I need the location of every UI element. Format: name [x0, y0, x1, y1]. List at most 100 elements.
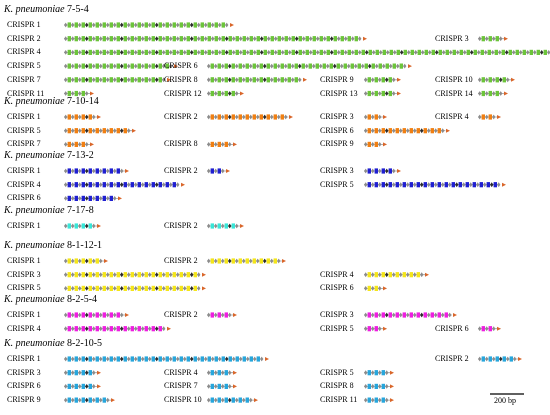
repeat-diamond	[78, 63, 82, 69]
repeat-diamond	[183, 22, 187, 28]
repeat-diamond	[214, 370, 218, 376]
crispr-array-label: CRISPR 6	[7, 193, 41, 203]
species-name: K. pneumoniae	[4, 294, 65, 305]
crispr-array-track	[64, 285, 206, 291]
repeat-diamond	[106, 50, 110, 55]
spacer-rect	[294, 63, 298, 69]
repeat-diamond	[256, 258, 260, 264]
crispr-array-track	[364, 114, 387, 120]
repeat-diamond	[344, 50, 348, 55]
repeat-diamond	[400, 50, 404, 55]
repeat-diamond	[470, 50, 474, 55]
spacer-rect	[402, 128, 406, 134]
repeat-diamond	[78, 356, 82, 362]
repeat-diamond	[155, 63, 159, 69]
repeat-diamond	[190, 356, 194, 362]
spacer-rect	[217, 77, 221, 83]
spacer-rect	[193, 36, 197, 42]
repeat-diamond	[113, 168, 117, 174]
repeat-diamond	[378, 272, 382, 278]
repeat-diamond	[396, 63, 400, 69]
repeat-diamond	[221, 91, 225, 96]
repeat-diamond	[256, 77, 260, 83]
spacer-rect	[151, 36, 155, 42]
spacer-rect	[416, 272, 420, 278]
repeat-diamond	[92, 63, 96, 69]
repeat-diamond	[190, 286, 194, 291]
spacer-rect	[144, 356, 148, 362]
leader-arrow	[97, 384, 101, 389]
spacer-rect	[354, 36, 358, 42]
spacer-rect	[354, 49, 358, 55]
repeat-diamond	[71, 384, 75, 389]
repeat-diamond	[78, 36, 82, 42]
leader-arrow	[202, 272, 206, 277]
repeat-diamond	[64, 182, 68, 188]
spacer-rect	[116, 36, 120, 42]
repeat-diamond	[106, 356, 110, 362]
spacer-rect	[280, 77, 284, 83]
spacer-rect	[488, 77, 492, 83]
spacer-rect	[242, 36, 246, 42]
repeat-diamond	[228, 77, 232, 83]
spacer-rect	[102, 63, 106, 69]
spacer-rect	[109, 182, 113, 188]
spacer-rect	[210, 383, 214, 389]
repeat-diamond	[379, 50, 383, 55]
spacer-rect	[123, 326, 127, 332]
repeat-diamond	[413, 272, 417, 278]
repeat-diamond	[547, 50, 550, 55]
crispr-array-track	[64, 182, 185, 188]
repeat-diamond	[204, 356, 208, 362]
spacer-rect	[88, 128, 92, 134]
leader-arrow	[233, 370, 237, 375]
repeat-diamond	[302, 36, 306, 42]
spacer-rect	[249, 356, 253, 362]
repeat-diamond	[492, 77, 496, 83]
spacer-rect	[88, 370, 92, 376]
repeat-diamond	[420, 312, 424, 318]
repeat-diamond	[148, 272, 152, 278]
crispr-array-track	[64, 168, 129, 174]
spacer-rect	[217, 258, 221, 264]
spacer-rect	[74, 326, 78, 332]
spacer-rect	[381, 182, 385, 188]
spacer-rect	[249, 49, 253, 55]
repeat-diamond	[232, 50, 236, 55]
repeat-diamond	[492, 114, 496, 120]
repeat-diamond	[455, 182, 459, 188]
repeat-diamond	[221, 397, 225, 403]
spacer-rect	[221, 49, 225, 55]
crispr-array-track	[64, 312, 129, 318]
spacer-rect	[416, 182, 420, 188]
repeat-diamond	[141, 50, 145, 55]
repeat-diamond	[92, 128, 96, 134]
repeat-diamond	[92, 50, 96, 55]
leader-arrow	[504, 91, 508, 96]
repeat-diamond	[364, 77, 368, 83]
spacer-rect	[74, 397, 78, 403]
crispr-array-track	[364, 312, 457, 318]
strain-header: K. pneumoniae 7-5-4	[4, 4, 89, 16]
repeat-diamond	[364, 91, 368, 96]
repeat-diamond	[277, 77, 281, 83]
spacer-rect	[102, 128, 106, 134]
spacer-rect	[308, 63, 312, 69]
spacer-rect	[245, 114, 249, 120]
spacer-rect	[367, 168, 371, 174]
repeat-diamond	[239, 36, 243, 42]
repeat-diamond	[190, 36, 194, 42]
leader-arrow	[240, 224, 244, 228]
repeat-diamond	[71, 312, 75, 318]
repeat-diamond	[364, 128, 368, 134]
repeat-diamond	[263, 114, 267, 120]
spacer-rect	[388, 168, 392, 174]
spacer-rect	[158, 49, 162, 55]
repeat-diamond	[386, 50, 390, 55]
repeat-diamond	[207, 397, 211, 403]
spacer-rect	[200, 49, 204, 55]
spacer-rect	[137, 63, 141, 69]
repeat-diamond	[316, 36, 320, 42]
repeat-diamond	[106, 77, 110, 83]
repeat-diamond	[368, 63, 372, 69]
